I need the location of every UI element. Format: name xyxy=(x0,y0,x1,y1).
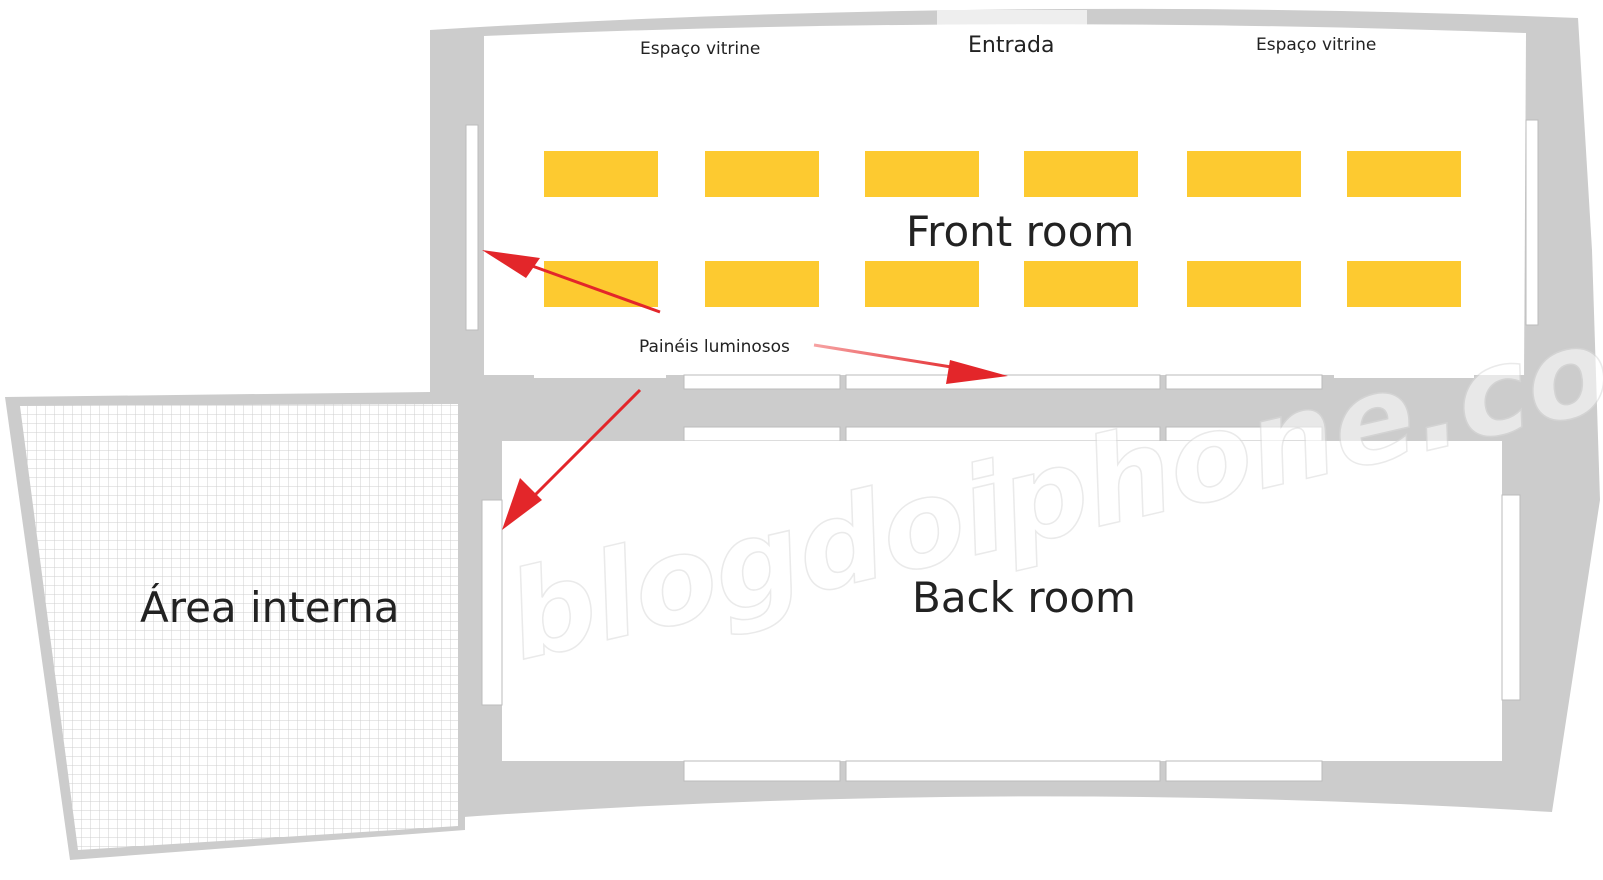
arrows xyxy=(482,250,1008,530)
table xyxy=(705,261,819,307)
table xyxy=(865,261,979,307)
label-front-room: Front room xyxy=(906,207,1134,256)
table xyxy=(1347,261,1461,307)
divider-end-right xyxy=(1474,375,1526,441)
label-back-room: Back room xyxy=(912,573,1136,622)
back-right-window xyxy=(1501,494,1521,701)
front-right-window xyxy=(1525,119,1539,326)
table xyxy=(1024,261,1138,307)
label-inner-area: Área interna xyxy=(140,582,400,632)
table xyxy=(544,151,658,197)
tables xyxy=(544,151,1461,307)
table xyxy=(1187,261,1301,307)
back-room-floor xyxy=(502,441,1502,761)
table xyxy=(705,151,819,197)
arrow-to-divider-panels xyxy=(813,343,1008,384)
label-vitrine-right: Espaço vitrine xyxy=(1256,35,1376,55)
light-panel xyxy=(1165,374,1323,390)
table xyxy=(1347,151,1461,197)
arrow-to-back-left-window xyxy=(502,388,642,530)
inner-area-floor xyxy=(20,404,458,850)
label-entrance: Entrada xyxy=(968,33,1054,58)
arrow-to-left-window xyxy=(482,250,661,314)
front-room-floor xyxy=(484,24,1526,378)
back-left-window xyxy=(481,499,503,706)
back-room-floor-corner xyxy=(534,441,666,443)
light-panel xyxy=(845,374,1161,390)
light-panel xyxy=(683,374,841,390)
back-bottom-panel xyxy=(1165,760,1323,782)
table xyxy=(865,151,979,197)
front-left-window xyxy=(465,124,479,331)
divider-end-left xyxy=(484,375,534,441)
table xyxy=(1024,151,1138,197)
table xyxy=(544,261,658,307)
back-bottom-panel xyxy=(845,760,1161,782)
label-vitrine-left: Espaço vitrine xyxy=(640,39,760,59)
table xyxy=(1187,151,1301,197)
light-panel xyxy=(683,426,841,442)
back-bottom-panel xyxy=(683,760,841,782)
label-light-panels: Painéis luminosos xyxy=(639,337,790,357)
